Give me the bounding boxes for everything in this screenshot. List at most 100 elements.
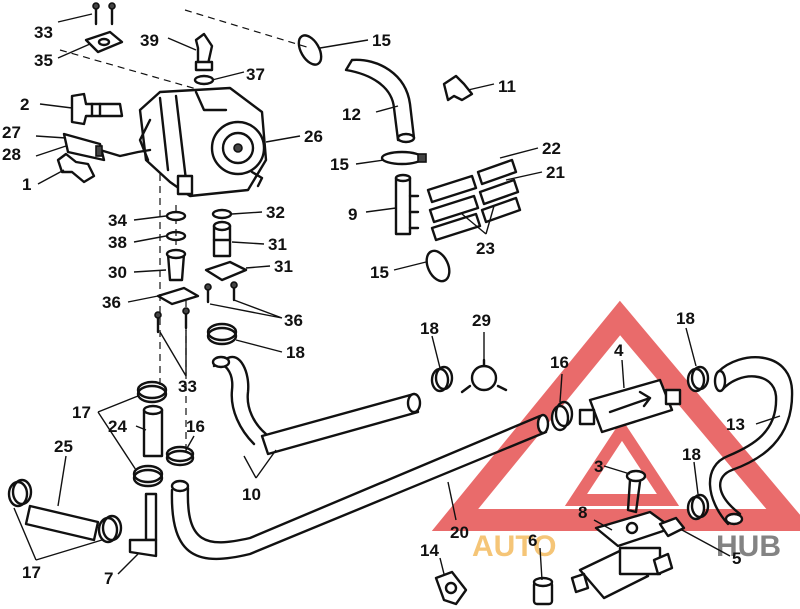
- hose-clamp-18-right-top: [686, 365, 710, 393]
- callout-37: 37: [246, 65, 265, 84]
- barbed-fitting: [128, 492, 158, 558]
- hose-clamp-upper: [136, 380, 168, 404]
- callout-23: 24: [108, 417, 127, 436]
- sensor-valve: [62, 132, 152, 162]
- callout-13: 13: [726, 415, 745, 434]
- fuel-hose-long: [170, 413, 550, 561]
- hose-fitting: [442, 74, 474, 102]
- hose-clamp-16-left: [165, 445, 195, 467]
- callout-35-lower: 36: [102, 293, 121, 312]
- fuel-hose-u-bend: [708, 356, 794, 526]
- gasket-right: [204, 260, 248, 282]
- top-screws: [92, 2, 116, 26]
- callout-17-upper: 17: [72, 403, 91, 422]
- inlet-fitting: [70, 92, 124, 126]
- callout-14: 14: [420, 541, 439, 560]
- callout-25: 26: [304, 127, 323, 146]
- watermark-inner-triangle: [564, 419, 680, 506]
- hose-clamp-15-middle: [380, 150, 427, 166]
- fuel-pump-assembly: [138, 86, 268, 198]
- callout-5: 5: [732, 549, 741, 568]
- hose-clamp-15-bottom: [425, 249, 451, 283]
- hose-clamp-17-a: [7, 478, 33, 508]
- hose-clamp-lower: [132, 464, 164, 488]
- callout-20: 21: [546, 163, 565, 182]
- fitting-sleeve: [165, 248, 187, 282]
- callout-33-top: 33: [34, 23, 53, 42]
- callout-24: 25: [54, 437, 73, 456]
- callout-19: 20: [450, 523, 469, 542]
- callout-31: 31: [274, 257, 293, 276]
- gasket-lower: [156, 286, 200, 306]
- callout-36: 36: [284, 311, 303, 330]
- callout-18-right-bottom: 18: [682, 445, 701, 464]
- callout-numbers: 33 35 39 37 15 11 12 15 22 21 23 9 15 2 …: [2, 23, 745, 588]
- hose-piece: [24, 504, 100, 542]
- callout-26: 27: [2, 123, 21, 142]
- lock-nut: [658, 516, 686, 538]
- callout-11: 11: [498, 77, 516, 96]
- callout-18-right-top: 18: [676, 309, 695, 328]
- top-gasket: [84, 30, 124, 54]
- callout-18-left: 18: [286, 343, 305, 362]
- callout-21: 22: [542, 139, 561, 158]
- filter-cap: [532, 576, 554, 606]
- watermark-word-hub: HUB: [716, 530, 781, 563]
- o-ring-middle: [165, 230, 187, 242]
- callout-12: 12: [342, 105, 361, 124]
- leader-lines: [13, 13, 781, 581]
- callout-16-left: 16: [186, 417, 205, 436]
- hose-clamp-15-top: [297, 34, 323, 66]
- callout-4: 4: [614, 341, 624, 360]
- coupling-sleeve: [142, 404, 164, 458]
- hose-clip: [434, 570, 468, 606]
- callout-28: 29: [472, 311, 491, 330]
- callout-7: 7: [104, 569, 113, 588]
- mounting-screws: [204, 281, 238, 304]
- callout-16-right: 16: [550, 353, 569, 372]
- callout-10: 10: [242, 485, 261, 504]
- elbow-fitting: [194, 32, 214, 72]
- callout-15-bottom: 15: [370, 263, 389, 282]
- callout-35-top: 35: [34, 51, 53, 70]
- fuel-hose-short: [211, 355, 268, 446]
- callout-32: 32: [266, 203, 285, 222]
- wire-clip: [56, 152, 96, 184]
- callout-6: 6: [528, 531, 537, 550]
- fuel-hose-straight: [260, 392, 422, 456]
- callout-39: 39: [140, 31, 159, 50]
- lower-screws: [154, 307, 190, 334]
- washer: [165, 210, 187, 222]
- callout-38: 38: [108, 233, 127, 252]
- callout-27: 28: [2, 145, 21, 164]
- tee-fitting: [394, 173, 420, 236]
- hose-clamp-left: [206, 322, 238, 346]
- callout-29: 30: [108, 263, 127, 282]
- bracket-screw: [625, 469, 647, 514]
- callout-1: 1: [22, 175, 31, 194]
- fuel-hose-elbow: [344, 58, 416, 144]
- check-valve: [460, 358, 508, 394]
- callout-15-middle: 15: [330, 155, 349, 174]
- callout-2: 2: [20, 95, 29, 114]
- inline-fuel-filter: [578, 378, 682, 434]
- hose-clamp-18-right-bottom: [686, 493, 710, 521]
- callout-15-top: 15: [372, 31, 391, 50]
- hose-clamp-17-b: [97, 514, 123, 544]
- callout-17-lower: 17: [22, 563, 41, 582]
- callout-9: 9: [348, 205, 357, 224]
- callout-8: 8: [578, 503, 587, 522]
- o-ring-top: [193, 74, 215, 86]
- callout-22: 23: [476, 239, 495, 258]
- watermark-word-auto: AUTO: [472, 530, 556, 563]
- o-ring-right: [211, 208, 233, 220]
- callout-18-middle: 18: [420, 319, 439, 338]
- callout-33-lower: 33: [178, 377, 197, 396]
- hose-clamp-16-right: [550, 400, 574, 432]
- fuel-valve-assembly: [570, 546, 674, 600]
- hose-clamp-18-middle: [430, 365, 454, 393]
- callout-30: 31: [268, 235, 287, 254]
- callout-3: 3: [594, 457, 603, 476]
- callout-34: 34: [108, 211, 127, 230]
